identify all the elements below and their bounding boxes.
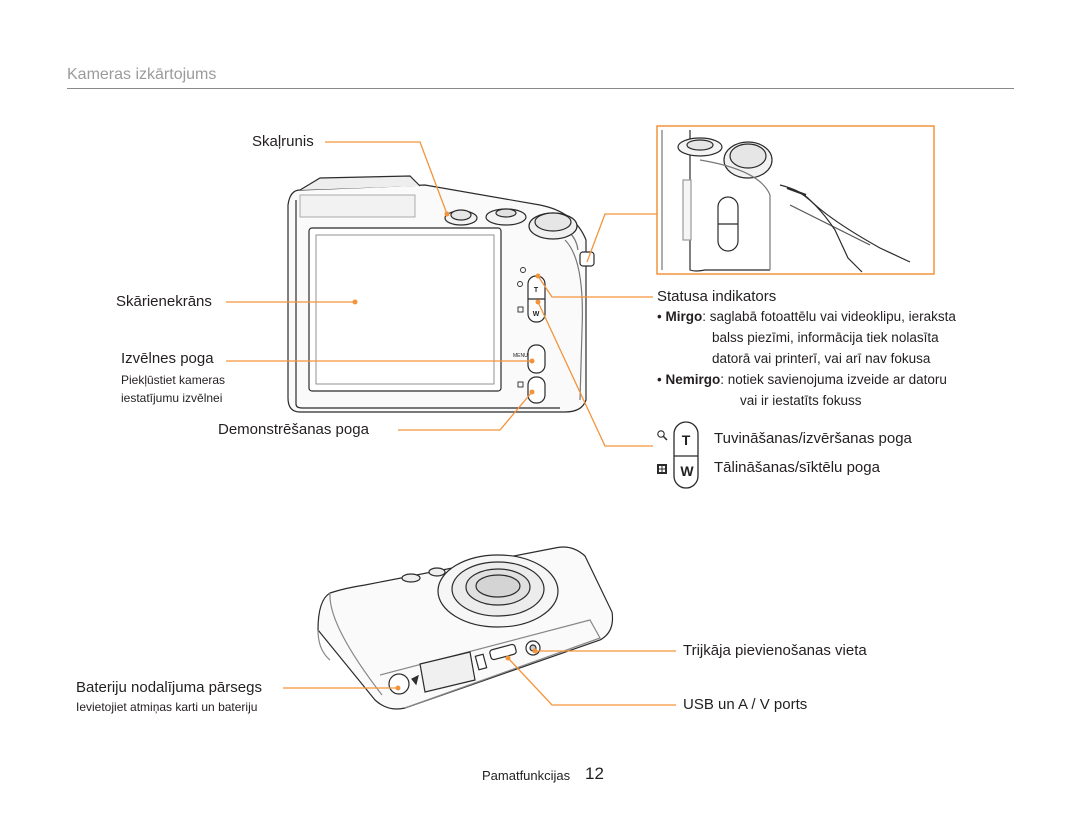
steady-line-1: • Nemirgo: notiek savienojuma izveide ar… — [657, 372, 947, 387]
blinking-desc-3: datorā vai printerī, vai arī nav fokusa — [712, 351, 931, 366]
steady-desc-2: vai ir iestatīts fokuss — [740, 393, 862, 408]
blinking-desc-1: : saglabā fotoattēlu vai videoklipu, ier… — [702, 309, 956, 324]
page-number: 12 — [585, 764, 604, 783]
battery-cover-label: Bateriju nodalījuma pārsegs — [76, 679, 262, 696]
steady-desc-1: : notiek savienojuma izveide ar datoru — [720, 372, 947, 387]
steady-term: Nemirgo — [665, 372, 721, 387]
zoom-in-label: Tuvināšanas/izvēršanas poga — [714, 430, 912, 447]
footer-section: Pamatfunkcijas — [482, 768, 571, 783]
menu-button-desc-2: iestatījumu izvēlnei — [121, 391, 223, 405]
zoom-out-label: Tālināšanas/sīktēlu poga — [714, 459, 880, 476]
camera-menu-mark: MENU — [513, 353, 528, 359]
zoom-t-label: T — [682, 432, 691, 448]
page-title: Kameras izkārtojums — [67, 66, 217, 83]
zoom-key-icon — [657, 421, 699, 489]
camera-w-mark: W — [533, 311, 540, 318]
demo-button-label: Demonstrēšanas poga — [218, 421, 369, 438]
menu-button-label: Izvēlnes poga — [121, 350, 214, 367]
battery-cover-desc: Ievietojiet atmiņas karti un bateriju — [76, 700, 258, 714]
header-rule — [67, 88, 1014, 89]
touchscreen-label: Skārienekrāns — [116, 293, 212, 310]
blinking-term: Mirgo — [665, 309, 703, 324]
camera-bottom-illustration — [317, 546, 614, 710]
usb-label: USB un A / V ports — [683, 696, 808, 713]
zoom-w-label: W — [680, 463, 694, 479]
blinking-desc-2: balss piezīmi, informācija tiek nolasīta — [712, 330, 939, 345]
camera-t-mark: T — [534, 287, 539, 294]
status-indicator-label: Statusa indikators — [657, 288, 777, 305]
menu-button-desc-1: Piekļūstiet kameras — [121, 373, 226, 387]
speaker-label: Skaļrunis — [252, 133, 314, 150]
blinking-line-1: • Mirgo: saglabā fotoattēlu vai videokli… — [657, 309, 956, 324]
camera-back-illustration — [287, 175, 595, 413]
tripod-label: Trijkāja pievienošanas vieta — [683, 642, 867, 659]
